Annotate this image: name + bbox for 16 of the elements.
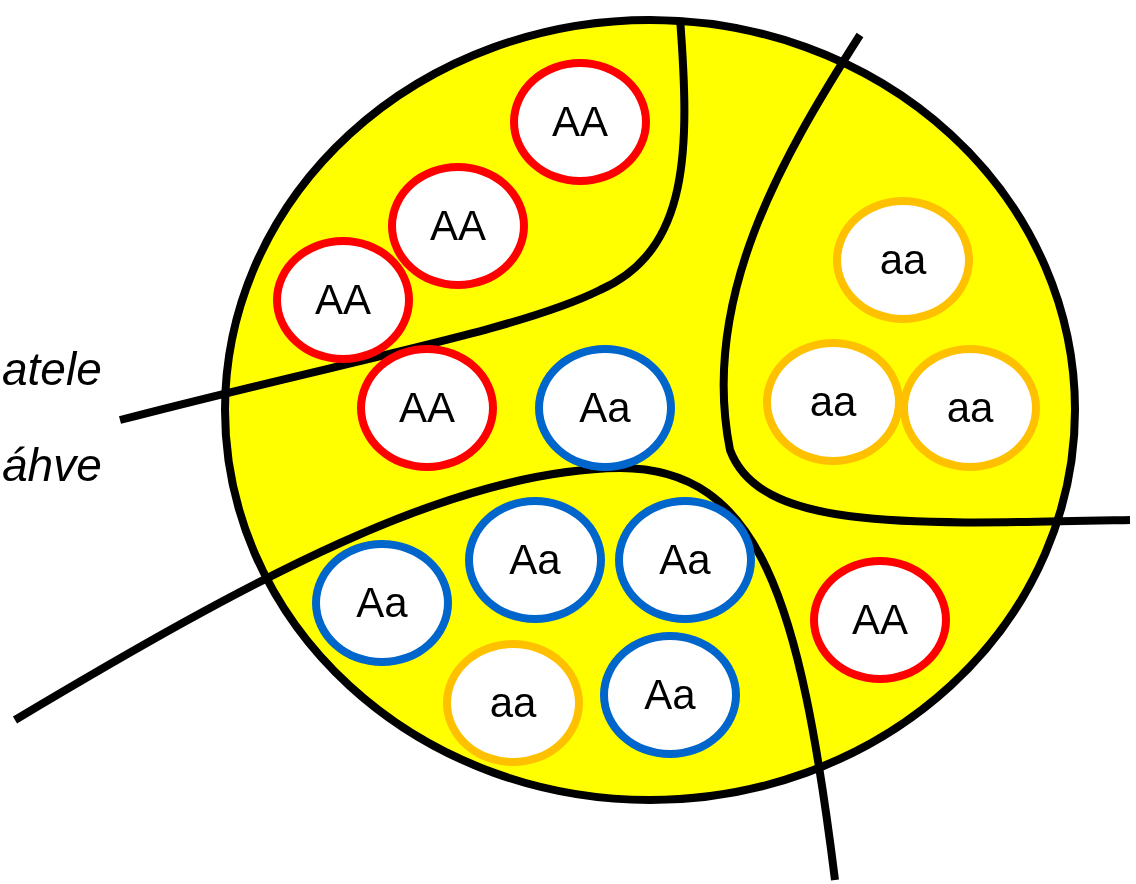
genotype-label: AA [315, 279, 371, 321]
genotype-label: aa [879, 239, 927, 281]
genotype-label: aa [946, 387, 994, 429]
genotype-label: aa [809, 381, 857, 423]
genotype-label: Aa [509, 539, 561, 581]
side-text: atele [2, 346, 102, 392]
genotype-label: AA [430, 205, 486, 247]
genotype-label: Aa [356, 582, 408, 624]
genotype-label: AA [852, 599, 908, 641]
genotype-label: AA [552, 101, 608, 143]
genotype-label: AA [399, 387, 455, 429]
genotype-label: aa [489, 682, 537, 724]
genotype-label: Aa [659, 539, 711, 581]
side-text: áhve [2, 442, 102, 488]
genotype-label: Aa [579, 387, 631, 429]
genotype-label: Aa [644, 674, 696, 716]
